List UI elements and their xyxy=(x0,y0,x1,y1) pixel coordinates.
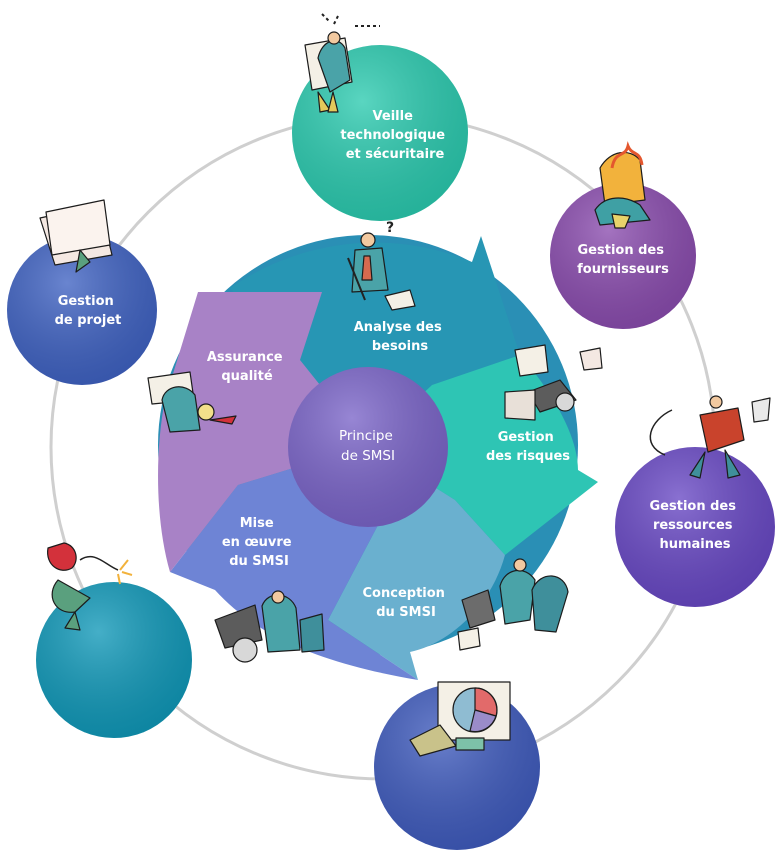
center-label: Principe de SMSI xyxy=(339,428,397,464)
businessman-dynamite-icon xyxy=(47,542,133,631)
businessman-papers-icon xyxy=(39,199,113,273)
cannon-papers-icon xyxy=(504,344,603,421)
label-analyse: Analyse des besoins xyxy=(354,320,447,354)
center-shade xyxy=(288,367,448,527)
svg-text:Gestion des ressources: Gestion des ressources humaines xyxy=(650,499,741,552)
node-projet: Gestion de projet xyxy=(7,235,157,385)
node-rh: Gestion des ressources humaines xyxy=(615,447,775,607)
node-fournisseurs: Gestion des fournisseurs xyxy=(550,183,696,329)
label-risques: Gestion des risques xyxy=(486,430,570,464)
segment-assurance xyxy=(158,292,368,572)
businessman-magnifier-icon xyxy=(147,371,237,433)
svg-text:?: ? xyxy=(386,220,394,236)
label-assurance: Assurance qualité xyxy=(207,350,287,384)
businessman-question-icon: ? xyxy=(347,220,416,311)
svg-text:Veille technologique: Veille technologique et sécuritaire xyxy=(340,109,449,162)
svg-text:Gestion des fournisseurs: Gestion des fournisseurs xyxy=(577,243,669,277)
businessman-cannon-icon xyxy=(214,590,325,663)
businessman-fire-icon xyxy=(594,141,651,229)
label-mise: Mise en œuvre du SMSI xyxy=(222,516,296,569)
businessman-rope-icon xyxy=(649,395,771,479)
segment-analyse xyxy=(230,236,520,445)
businessman-binoculars-icon xyxy=(304,13,380,113)
svg-text:Gestion de projet: Gestion de projet xyxy=(55,294,122,328)
label-conception: Conception du SMSI xyxy=(363,586,450,620)
businessmen-celebrating-icon xyxy=(457,558,569,651)
segment-conception xyxy=(328,445,505,680)
presentation-chart-icon xyxy=(409,681,511,757)
